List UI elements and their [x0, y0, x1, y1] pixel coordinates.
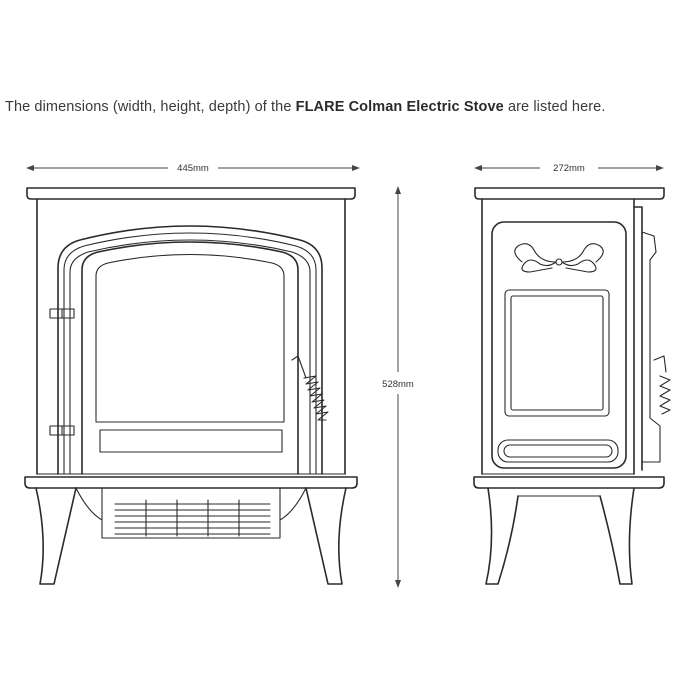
width-label: 445mm [177, 163, 209, 174]
depth-label: 272mm [553, 163, 585, 174]
caption: The dimensions (width, height, depth) of… [5, 99, 695, 115]
scroll-ornament [514, 243, 604, 273]
caption-after: are listed here. [503, 99, 606, 115]
height-label: 528mm [382, 379, 414, 390]
spring-handle [303, 375, 329, 421]
heater-grille [114, 499, 271, 537]
height-dimension: 528mm [382, 186, 414, 588]
stove-side-view [473, 187, 671, 585]
width-dimension: 445mm [26, 163, 360, 174]
caption-product-name: FLARE Colman Electric Stove [295, 99, 504, 115]
caption-before: The dimensions (width, height, depth) of… [5, 99, 296, 115]
stove-front-view [24, 187, 358, 585]
depth-dimension: 272mm [474, 163, 664, 174]
